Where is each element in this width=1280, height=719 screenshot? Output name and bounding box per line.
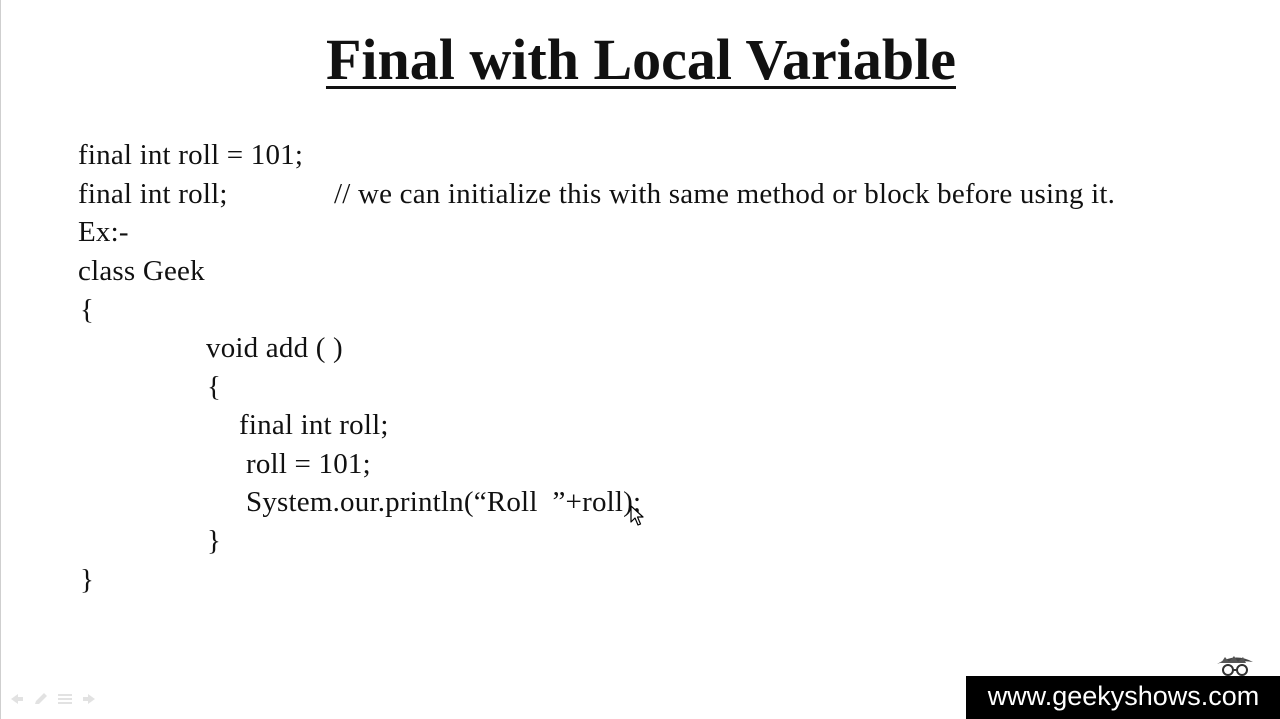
code-line-1: final int roll = 101; bbox=[78, 139, 304, 171]
code-brace-close: } bbox=[80, 564, 95, 596]
code-comment: // we can initialize this with same meth… bbox=[334, 178, 1116, 210]
menu-icon[interactable] bbox=[57, 692, 73, 706]
code-method-brace-open: { bbox=[207, 371, 222, 403]
pointer-icon[interactable] bbox=[81, 692, 97, 706]
code-line-class: class Geek bbox=[78, 255, 205, 287]
code-line-2: final int roll; bbox=[78, 178, 228, 210]
code-method-brace-close: } bbox=[207, 525, 222, 557]
slide-title: Final with Local Variable bbox=[1, 24, 1280, 96]
mouse-pointer-icon bbox=[630, 505, 644, 526]
pen-icon[interactable] bbox=[33, 692, 49, 706]
website-watermark: www.geekyshows.com bbox=[966, 676, 1280, 719]
arrow-icon[interactable] bbox=[9, 692, 25, 706]
code-brace-open: { bbox=[80, 294, 95, 326]
presentation-toolbar bbox=[9, 692, 97, 706]
code-line-print: System.our.println(“Roll ”+roll); bbox=[246, 486, 642, 518]
code-line-method: void add ( ) bbox=[206, 332, 343, 364]
code-line-assign: roll = 101; bbox=[246, 448, 371, 480]
slide-title-text: Final with Local Variable bbox=[325, 27, 956, 92]
code-line-declare: final int roll; bbox=[239, 409, 389, 441]
example-label: Ex:- bbox=[78, 216, 129, 248]
geekyshows-logo-icon bbox=[1217, 656, 1253, 676]
